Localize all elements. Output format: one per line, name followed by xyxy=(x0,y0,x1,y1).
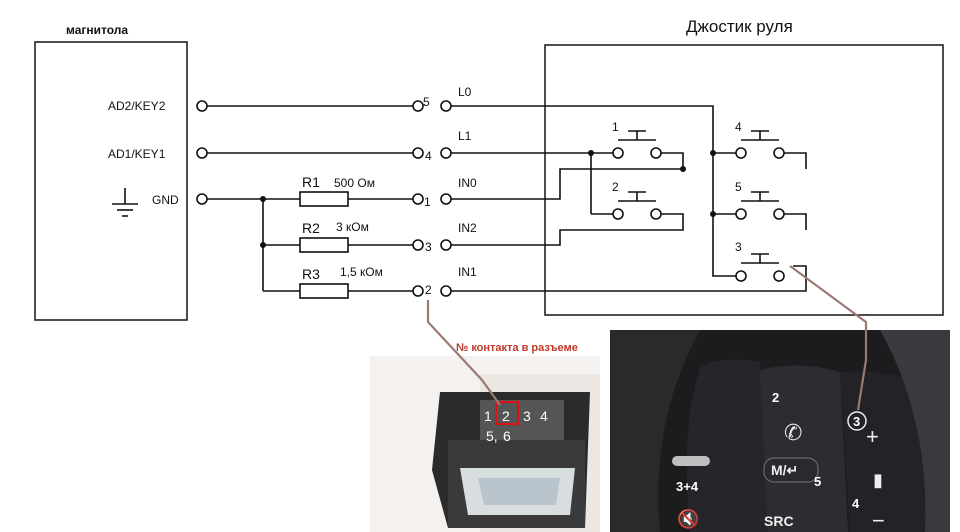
connector-num-4: 4 xyxy=(425,149,432,163)
switch-num-4: 4 xyxy=(735,120,742,134)
pin-label-ad2: AD2/KEY2 xyxy=(108,99,166,113)
line-label-l0: L0 xyxy=(458,85,472,99)
wheel-label-2: 2 xyxy=(772,390,779,405)
switch-num-5: 5 xyxy=(735,180,742,194)
resistor-r2-value: 3 кОм xyxy=(336,220,369,234)
terminal-ad2 xyxy=(196,100,208,112)
line-label-l1: L1 xyxy=(458,129,472,143)
callout-connector xyxy=(426,300,501,406)
switch-num-2: 2 xyxy=(612,180,619,194)
resistor-r3 xyxy=(299,283,349,299)
src-button-label: SRC xyxy=(764,513,794,529)
minus-icon: − xyxy=(872,508,885,532)
resistor-r2-name: R2 xyxy=(302,220,320,236)
photo-pin-2: 2 xyxy=(502,408,510,424)
head-unit-title: магнитола xyxy=(66,23,128,37)
connector-photo: 1 2 3 4 5, 6 xyxy=(370,356,600,532)
head-unit-box xyxy=(34,41,188,321)
line-label-in2: IN2 xyxy=(458,221,477,235)
resistor-r1-name: R1 xyxy=(302,174,320,190)
switch-2 xyxy=(612,191,662,220)
wheel-label-5: 5 xyxy=(814,474,821,489)
resistor-r1 xyxy=(299,191,349,207)
speaker-icon: ▮ xyxy=(873,470,883,490)
phone-icon: ✆ xyxy=(784,420,802,445)
switch-num-1: 1 xyxy=(612,120,619,134)
plus-icon: + xyxy=(866,424,879,449)
connector-num-3: 3 xyxy=(425,240,432,254)
resistor-r3-value: 1,5 кОм xyxy=(340,265,383,279)
line-label-in0: IN0 xyxy=(458,176,477,190)
pin-label-ad1: AD1/KEY1 xyxy=(108,147,166,161)
connector-num-5: 5 xyxy=(423,95,430,109)
photo-pin-4: 4 xyxy=(540,408,548,424)
connector-num-2: 2 xyxy=(425,283,432,297)
resistor-r3-name: R3 xyxy=(302,266,320,282)
resistor-r2 xyxy=(299,237,349,253)
switch-3 xyxy=(735,253,785,282)
resistor-r1-value: 500 Ом xyxy=(334,176,375,190)
photo-pin-3: 3 xyxy=(523,408,531,424)
callout-switch-3 xyxy=(789,265,868,411)
line-label-in1: IN1 xyxy=(458,265,477,279)
connector-photo-caption: № контакта в разъеме xyxy=(456,342,578,354)
terminal-gnd xyxy=(196,193,208,205)
photo-pin-6: 6 xyxy=(503,428,511,444)
switch-1 xyxy=(612,130,662,159)
terminal-ad1 xyxy=(196,147,208,159)
mode-button-label: M/↵ xyxy=(771,462,798,478)
connector-num-1: 1 xyxy=(424,195,431,209)
ground-icon xyxy=(112,188,138,217)
joystick-box xyxy=(544,44,944,316)
wheel-label-3: 3 xyxy=(853,414,860,429)
switch-4 xyxy=(735,130,785,159)
steering-wheel-photo: 🔇 ✆ M/↵ SRC + ▮ − 2 3 3+4 5 4 xyxy=(610,330,950,532)
photo-pin-5: 5, xyxy=(486,428,498,444)
photo-pin-1: 1 xyxy=(484,408,492,424)
joystick-title: Джостик руля xyxy=(686,17,793,36)
wheel-label-3plus4: 3+4 xyxy=(676,479,699,494)
pin-label-gnd: GND xyxy=(152,193,179,207)
switch-num-3: 3 xyxy=(735,240,742,254)
connector xyxy=(412,100,452,297)
switch-5 xyxy=(735,191,785,220)
wheel-label-4: 4 xyxy=(852,496,860,511)
mute-icon: 🔇 xyxy=(677,508,699,529)
